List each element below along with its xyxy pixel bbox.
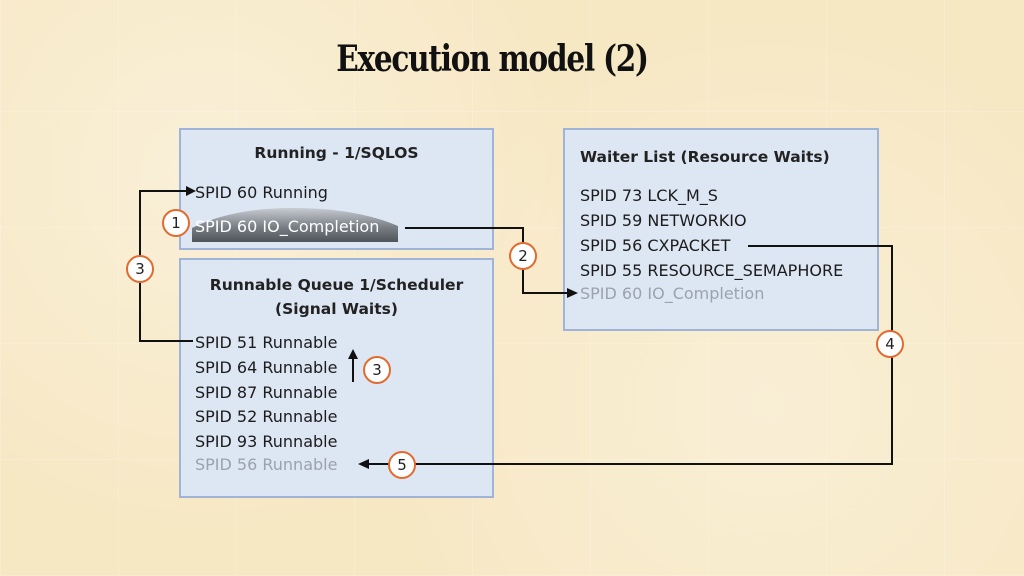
runnable-panel-title-line1: Runnable Queue 1/Scheduler — [209, 276, 464, 294]
arrowhead — [348, 349, 358, 359]
arrowhead — [358, 459, 369, 469]
waiter-item: SPID 56 CXPACKET — [580, 236, 731, 255]
connector-4-5 — [366, 245, 893, 465]
arrowhead — [186, 186, 196, 196]
arrowhead — [567, 288, 578, 298]
page-title: Execution model (2) — [336, 38, 649, 80]
runnable-item: SPID 87 Runnable — [195, 383, 338, 402]
runnable-panel: Runnable Queue 1/Scheduler (Signal Waits… — [179, 258, 494, 498]
runnable-item: SPID 64 Runnable — [195, 358, 338, 377]
step-badge-2: 2 — [509, 242, 537, 270]
step-badge-5: 5 — [388, 451, 416, 479]
step-badge-4: 4 — [876, 330, 904, 358]
waiter-item: SPID 59 NETWORKIO — [580, 211, 747, 230]
runnable-item: SPID 52 Runnable — [195, 407, 338, 426]
runnable-panel-title-line2: (Signal Waits) — [275, 300, 398, 318]
step-badge-3b: 3 — [363, 356, 391, 384]
waiter-item: SPID 60 IO_Completion — [580, 284, 765, 303]
waiter-panel-title: Waiter List (Resource Waits) — [580, 148, 830, 166]
waiter-item: SPID 55 RESOURCE_SEMAPHORE — [580, 261, 844, 280]
waiter-item: SPID 73 LCK_M_S — [580, 186, 718, 205]
step-badge-1: 1 — [162, 209, 190, 237]
running-item-spid60-running: SPID 60 Running — [195, 183, 328, 202]
running-panel-title: Running - 1/SQLOS — [254, 144, 419, 162]
waiter-list-panel: Waiter List (Resource Waits) — [563, 128, 879, 331]
io-completion-highlight — [192, 208, 398, 242]
running-item-spid60-io: SPID 60 IO_Completion — [195, 217, 380, 236]
runnable-item: SPID 56 Runnable — [195, 455, 338, 474]
runnable-item: SPID 93 Runnable — [195, 432, 338, 451]
runnable-item: SPID 51 Runnable — [195, 333, 338, 352]
step-badge-3: 3 — [126, 255, 154, 283]
connector-2 — [405, 227, 568, 294]
